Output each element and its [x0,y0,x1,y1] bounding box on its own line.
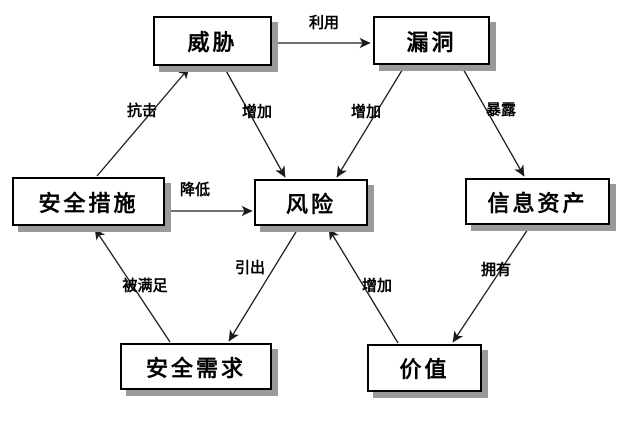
edge-security-measures-threat-line [96,67,190,177]
edge-label-resist: 抗击 [126,101,158,120]
node-value-label: 价值 [399,358,450,383]
edge-security-requirements-security-measures-line [94,228,171,343]
node-risk: 风险 [254,179,368,226]
edge-label-be-satisfied: 被满足 [122,276,168,295]
node-value: 价值 [367,344,482,392]
node-information-assets-label: 信息资产 [487,191,588,217]
edge-label-exploit: 利用 [308,13,340,32]
node-vulnerability: 漏洞 [373,16,490,65]
node-security-measures: 安全措施 [12,177,165,226]
node-security-measures-label: 安全措施 [38,191,139,217]
edge-risk-security-requirements-line [228,226,300,342]
node-security-requirements: 安全需求 [120,343,272,390]
edge-value-risk-line [328,228,399,344]
node-risk-label: 风险 [285,192,336,218]
node-vulnerability-label: 漏洞 [406,30,457,56]
edge-label-increase-vulnerability: 增加 [350,102,382,121]
edge-threat-risk-line [223,66,286,178]
node-information-assets: 信息资产 [465,178,610,225]
edge-label-reduce: 降低 [179,180,211,199]
edge-vulnerability-information-assets-line [461,66,525,177]
edge-information-assets-value-line [452,225,531,343]
edge-label-increase-value: 增加 [361,276,393,295]
edge-vulnerability-risk-line [336,66,405,178]
edge-label-expose: 暴露 [485,100,517,119]
node-threat-label: 威胁 [187,31,238,56]
node-threat: 威胁 [153,16,272,66]
edge-label-increase-threat: 增加 [241,102,273,121]
edge-label-lead-to: 引出 [234,258,266,277]
node-security-requirements-label: 安全需求 [145,356,246,382]
edge-label-possess: 拥有 [480,260,512,279]
